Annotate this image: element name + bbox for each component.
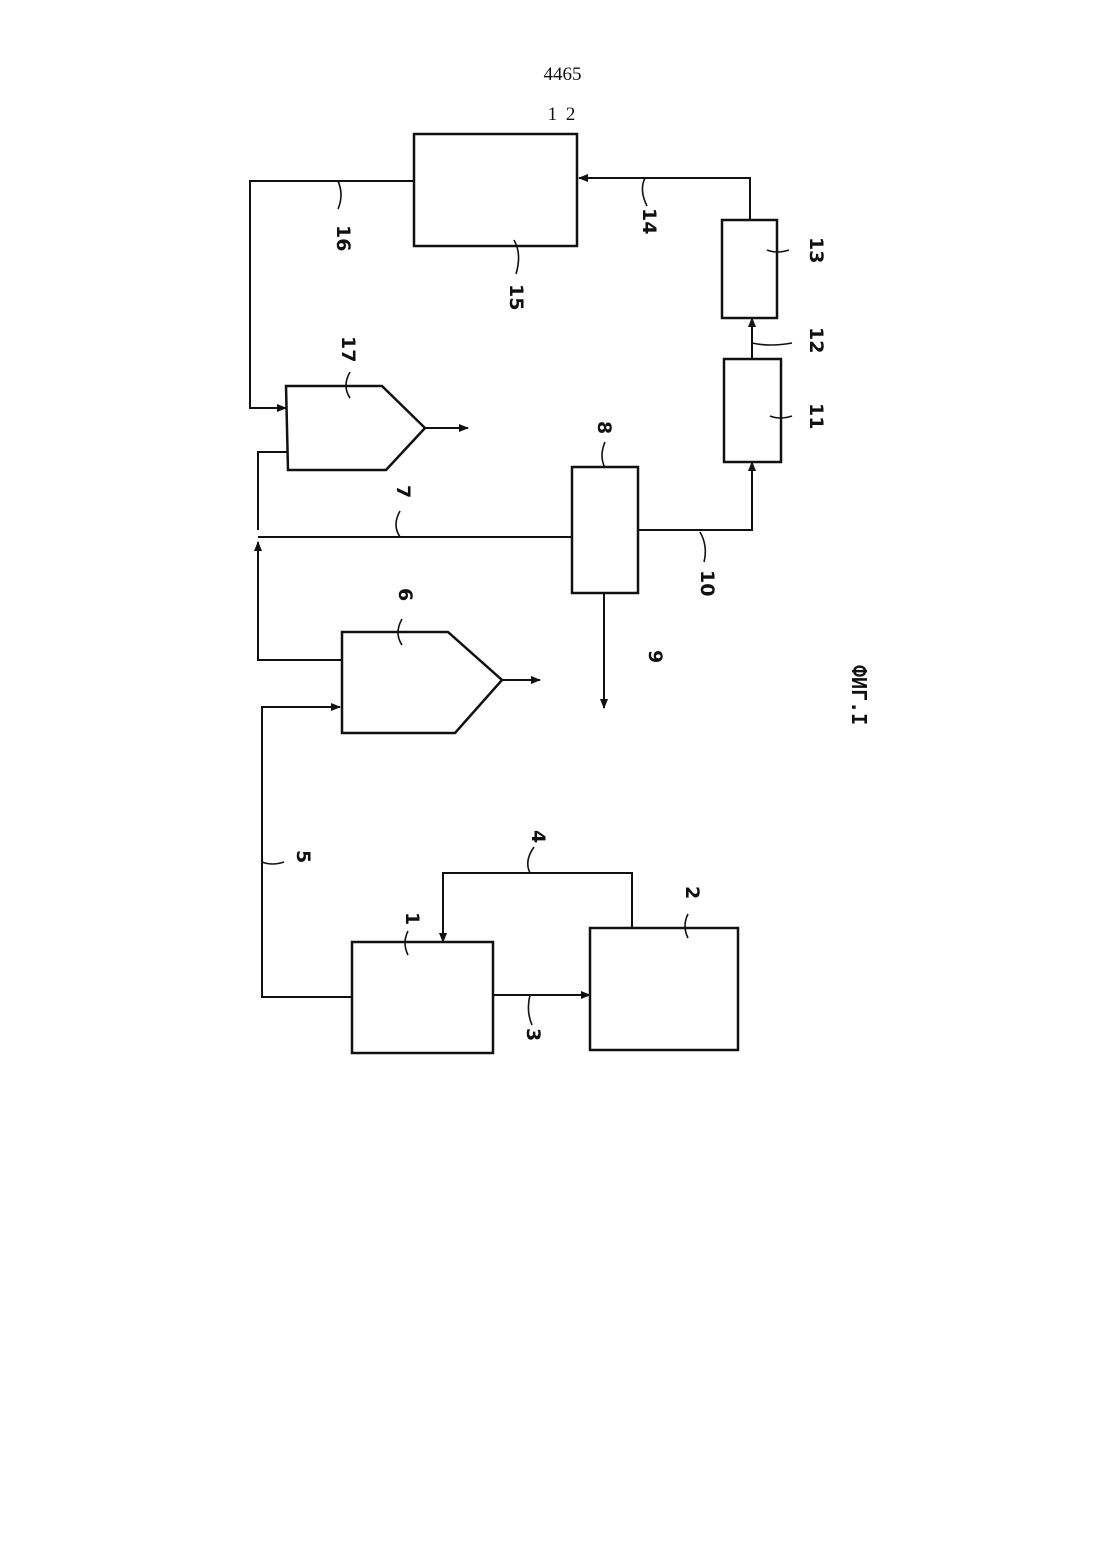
label-7: 7 <box>392 485 414 498</box>
leader-5 <box>262 862 284 864</box>
unit-1-box <box>352 942 493 1053</box>
label-16: 16 <box>332 225 354 251</box>
flow-line-16 <box>250 181 414 408</box>
label-6: 6 <box>394 588 416 601</box>
figure-caption: ФИГ.I <box>847 665 871 725</box>
leader-14 <box>642 178 647 206</box>
unit-8-box <box>572 467 638 593</box>
label-3: 3 <box>522 1028 544 1041</box>
hopper-6 <box>342 632 502 733</box>
flow-line-14 <box>579 178 750 220</box>
leader-3 <box>528 995 532 1025</box>
hopper-6-to-junction <box>258 542 342 660</box>
label-10: 10 <box>696 570 718 596</box>
leader-4 <box>528 847 534 873</box>
unit-13-box <box>722 220 777 318</box>
unit-11-box <box>724 359 781 462</box>
leader-8 <box>602 442 605 468</box>
label-5: 5 <box>292 850 314 863</box>
label-4: 4 <box>527 830 549 843</box>
label-12: 12 <box>805 327 827 353</box>
unit-15-box <box>414 134 577 246</box>
label-2: 2 <box>681 886 703 899</box>
label-15: 15 <box>505 284 527 310</box>
label-9: 9 <box>644 650 666 663</box>
label-13: 13 <box>805 237 827 263</box>
flow-line-10 <box>638 462 752 530</box>
leader-7 <box>396 511 400 537</box>
unit-2-box <box>590 928 738 1050</box>
leader-10 <box>700 532 705 562</box>
label-8: 8 <box>593 421 615 434</box>
leader-12 <box>752 343 792 345</box>
label-11: 11 <box>805 403 827 429</box>
label-14: 14 <box>638 208 660 234</box>
hopper-17 <box>286 386 425 470</box>
junction-to-hopper-17 <box>258 452 288 530</box>
label-17: 17 <box>337 336 359 362</box>
label-1: 1 <box>401 912 423 925</box>
leader-16 <box>338 181 341 209</box>
